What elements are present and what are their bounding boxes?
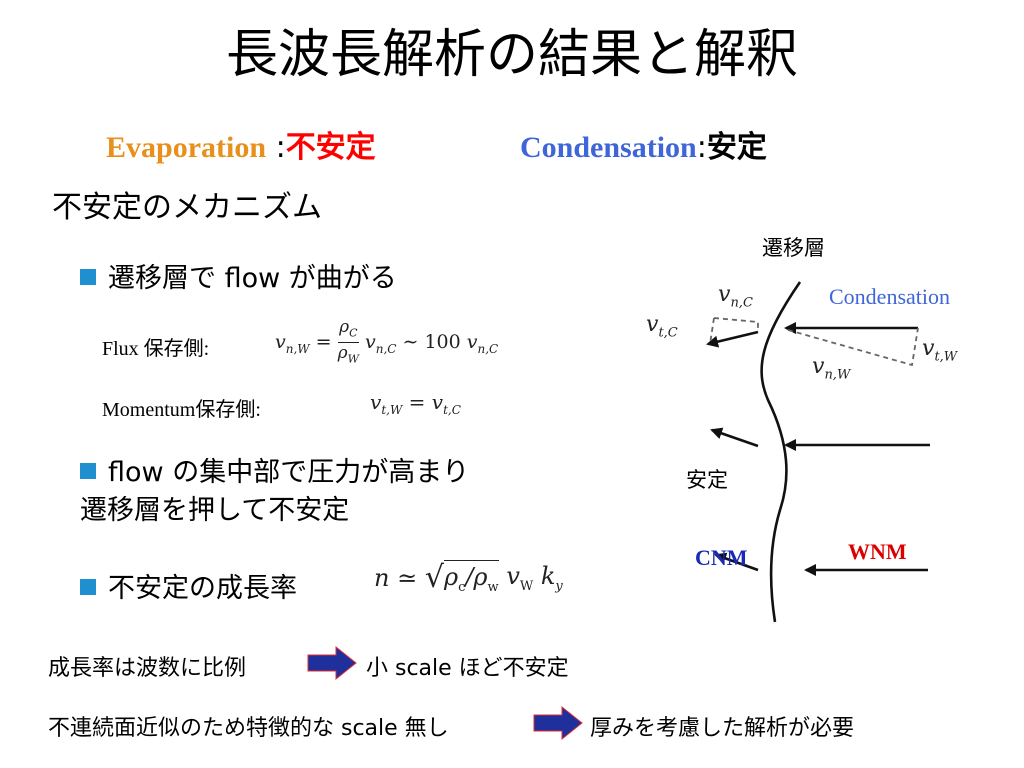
dashed-decomposition-left bbox=[709, 317, 759, 345]
bullet-1-text: 遷移層で flow が曲がる bbox=[108, 263, 397, 294]
flux-label: Flux 保存側: bbox=[102, 338, 210, 360]
bullet-square bbox=[80, 579, 96, 595]
conclusion-1-right: 小 scale ほど不安定 bbox=[366, 656, 569, 681]
bullet-2: flow の集中部で圧力が高まり bbox=[80, 450, 469, 489]
condensation-label: Condensation bbox=[520, 131, 697, 164]
diagram-transition-layer-label: 遷移層 bbox=[762, 236, 825, 260]
flux-equation: vn,W = ρC ρW vn,C ∼ 100 vn,C bbox=[275, 317, 498, 369]
bullet-1: 遷移層で flow が曲がる bbox=[80, 256, 397, 295]
conclusion-1-left: 成長率は波数に比例 bbox=[48, 656, 247, 681]
diagram-condensation-label: Condensation bbox=[829, 284, 950, 309]
condensation-colon: : bbox=[696, 130, 707, 165]
bullet-square bbox=[80, 463, 96, 479]
condensation-value: 安定 bbox=[706, 130, 767, 165]
page-title: 長波長解析の結果と解釈 bbox=[225, 25, 798, 85]
flow-arrow-c1 bbox=[706, 330, 759, 348]
evaporation-label: Evaporation bbox=[106, 131, 267, 164]
transition-layer-curve bbox=[760, 281, 802, 623]
conclusion-2-arrow bbox=[533, 705, 583, 741]
bullet-3-text: 不安定の成長率 bbox=[108, 573, 297, 604]
bullet-square bbox=[80, 269, 96, 285]
evaporation-value: 不安定 bbox=[285, 130, 376, 165]
evaporation-colon: : bbox=[266, 130, 286, 165]
bullet-3: 不安定の成長率 bbox=[80, 566, 297, 605]
label-v-nC: vn,C bbox=[718, 282, 753, 311]
diagram-wnm-label: WNM bbox=[848, 539, 907, 564]
momentum-equation: vt,W = vt,C bbox=[370, 390, 461, 417]
summary-line: Evaporation :不安定 bbox=[106, 122, 376, 166]
conclusion-1-arrow bbox=[307, 645, 357, 681]
conclusion-2-right: 厚みを考慮した解析が必要 bbox=[590, 716, 855, 741]
mechanism-heading: 不安定のメカニズム bbox=[52, 190, 322, 225]
conclusion-2-left: 不連続面近似のため特徴的な scale 無し bbox=[48, 716, 449, 741]
dashed-decomposition-right bbox=[787, 327, 919, 367]
flow-arrow-c2 bbox=[710, 427, 759, 448]
bullet-2-line2: 遷移層を押して不安定 bbox=[80, 495, 350, 526]
flow-diagram bbox=[706, 281, 930, 623]
flow-arrow-c3 bbox=[714, 552, 759, 572]
label-v-tW: vt,W bbox=[922, 336, 958, 365]
growth-equation: n ≃ √ ρc/ρw vW ky bbox=[374, 560, 563, 595]
summary-condensation: Condensation:安定 bbox=[520, 122, 767, 166]
diagram-cnm-label: CNM bbox=[695, 545, 748, 570]
diagram-stable-label: 安定 bbox=[686, 468, 728, 492]
label-v-nW: vn,W bbox=[812, 354, 851, 383]
label-v-tC: vt,C bbox=[646, 312, 678, 341]
bullet-2-line1: flow の集中部で圧力が高まり bbox=[108, 457, 470, 488]
momentum-label: Momentum保存側: bbox=[102, 399, 261, 421]
